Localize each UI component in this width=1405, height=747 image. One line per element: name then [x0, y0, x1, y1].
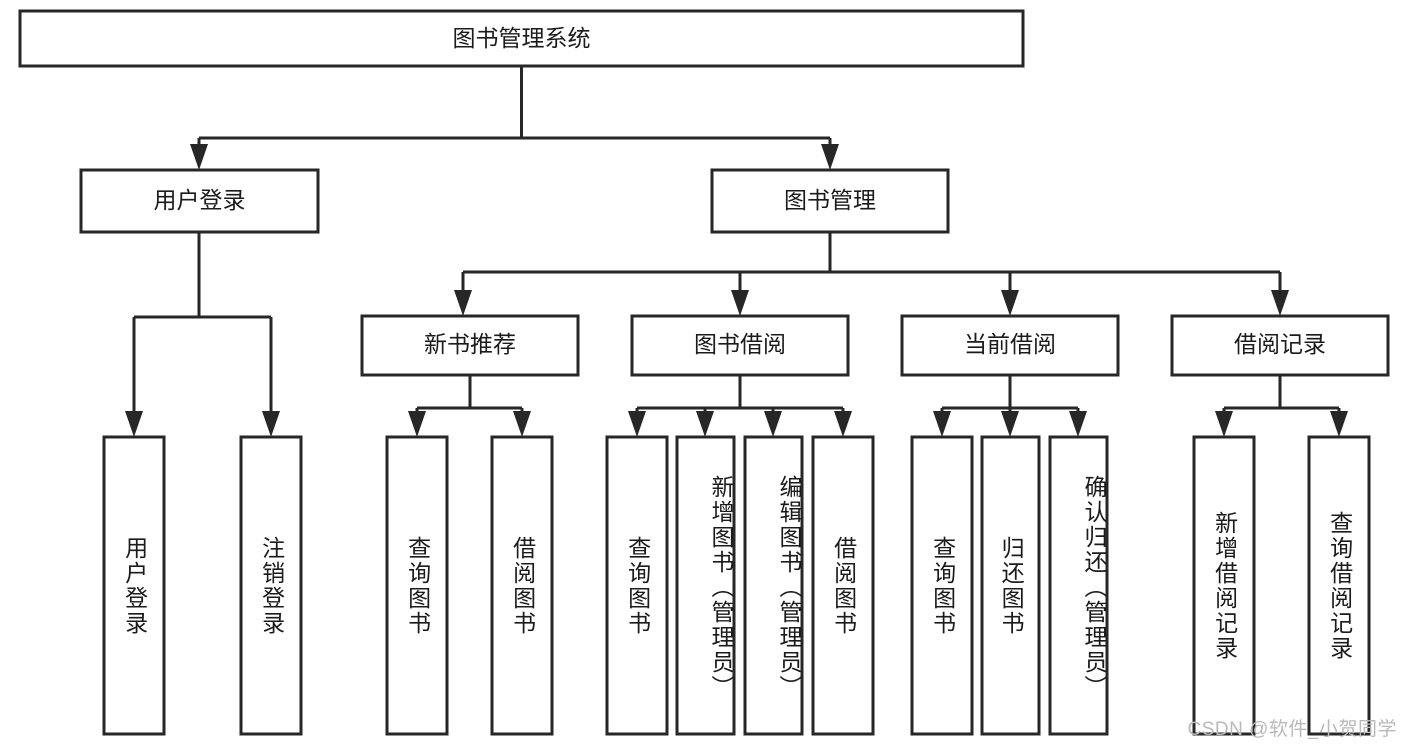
- node-borrow-record-label: 借阅记录: [1234, 331, 1326, 357]
- arrow-head-leaf-return-book: [1001, 411, 1019, 437]
- node-borrow-record-box[interactable]: [1170, 314, 1390, 377]
- node-root-label: 图书管理系统: [453, 25, 591, 51]
- node-new-book-recommend[interactable]: 新书推荐: [360, 314, 580, 377]
- connector-group-user-login: [125, 232, 280, 437]
- node-book-borrow-label: 图书借阅: [694, 331, 786, 357]
- node-root[interactable]: 图书管理系统: [18, 9, 1025, 68]
- node-current-borrow-box[interactable]: [900, 314, 1120, 377]
- leaf-add-record-box[interactable]: [1192, 435, 1256, 736]
- leaf-query-book-3-box[interactable]: [910, 435, 974, 736]
- leaf-confirm-return-box[interactable]: [1048, 435, 1109, 736]
- arrow-head-leaf-add-record: [1215, 411, 1233, 437]
- connector-group-new-book-recommend: [408, 375, 531, 437]
- node-new-book-recommend-label: 新书推荐: [424, 331, 516, 357]
- arrow-head-current-borrow: [1001, 290, 1019, 316]
- node-book-manage[interactable]: 图书管理: [710, 168, 950, 234]
- node-borrow-record[interactable]: 借阅记录: [1170, 314, 1390, 377]
- leaf-query-book-1-box[interactable]: [385, 435, 449, 736]
- leaf-edit-book-box[interactable]: [743, 435, 804, 736]
- node-new-book-recommend-box[interactable]: [360, 314, 580, 377]
- arrow-head-book-manage: [821, 144, 839, 170]
- node-current-borrow[interactable]: 当前借阅: [900, 314, 1120, 377]
- connector-group-book-borrow: [628, 375, 852, 437]
- node-user-login[interactable]: 用户登录: [79, 168, 320, 234]
- arrow-head-leaf-borrow-book-1: [513, 411, 531, 437]
- leaf-query-record-box[interactable]: [1307, 435, 1371, 736]
- arrow-head-leaf-confirm-return: [1069, 411, 1087, 437]
- arrow-head-leaf-borrow-book-2: [834, 411, 852, 437]
- leaf-borrow-book-1-box[interactable]: [490, 435, 554, 736]
- leaf-query-book-2-box[interactable]: [605, 435, 669, 736]
- leaf-user-logout-box[interactable]: [239, 435, 303, 736]
- node-book-manage-box[interactable]: [710, 168, 950, 234]
- connector-group-borrow-record: [1215, 375, 1348, 437]
- arrow-head-leaf-user-login: [125, 411, 143, 437]
- arrow-head-leaf-edit-book: [764, 411, 782, 437]
- arrow-head-borrow-record: [1271, 290, 1289, 316]
- leaf-user-login-box[interactable]: [102, 435, 166, 736]
- arrow-head-new-book-recommend: [454, 290, 472, 316]
- arrow-head-leaf-query-book-3: [933, 411, 951, 437]
- arrow-head-book-borrow: [731, 290, 749, 316]
- node-current-borrow-label: 当前借阅: [964, 331, 1056, 357]
- leaf-borrow-book-2-box[interactable]: [811, 435, 875, 736]
- arrow-head-leaf-add-book: [696, 411, 714, 437]
- leaf-add-book-box[interactable]: [675, 435, 736, 736]
- arrow-head-user-login: [190, 144, 208, 170]
- watermark: CSDN @软件_小贺同学: [1187, 719, 1397, 740]
- arrow-head-leaf-query-record: [1330, 411, 1348, 437]
- arrow-head-leaf-query-book-2: [628, 411, 646, 437]
- leaf-boxes: [102, 435, 1371, 736]
- node-book-manage-label: 图书管理: [784, 187, 876, 213]
- connector-group-current-borrow: [933, 375, 1087, 437]
- connector-group-book-manage: [454, 232, 1289, 316]
- leaf-return-book-box[interactable]: [980, 435, 1041, 736]
- arrow-head-leaf-user-logout: [262, 411, 280, 437]
- node-book-borrow[interactable]: 图书借阅: [630, 314, 850, 377]
- node-book-borrow-box[interactable]: [630, 314, 850, 377]
- node-user-login-label: 用户登录: [154, 187, 246, 213]
- connector-group-root: [190, 66, 839, 170]
- node-root-box[interactable]: [18, 9, 1025, 68]
- arrow-head-leaf-query-book-1: [408, 411, 426, 437]
- node-user-login-box[interactable]: [79, 168, 320, 234]
